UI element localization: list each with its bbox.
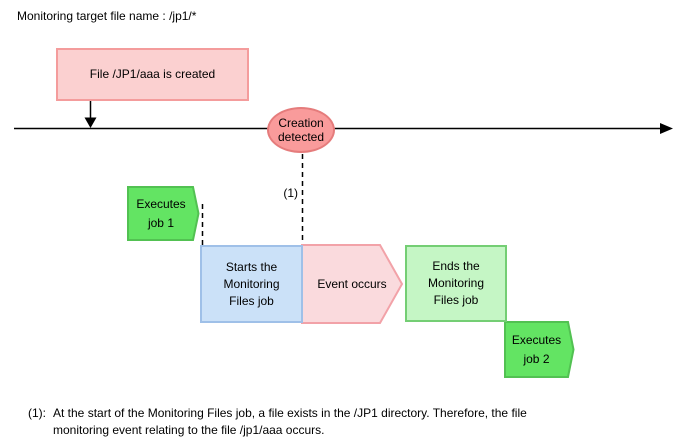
footnote-marker: (1) xyxy=(283,186,298,200)
footnote-text: At the start of the Monitoring Files job… xyxy=(53,406,527,437)
file-created-label: File /JP1/aaa is created xyxy=(89,67,216,81)
ends-monitoring-label: Ends the Monitoring Files job xyxy=(427,259,485,307)
ends-monitoring-box: Ends the Monitoring Files job xyxy=(405,245,507,322)
event-occurs-shape xyxy=(301,244,404,324)
file-created-arrowhead-icon xyxy=(84,117,97,128)
starts-monitoring-label: Starts the Monitoring Files job xyxy=(223,259,280,308)
starts-monitoring-box: Starts the Monitoring Files job xyxy=(200,245,303,323)
page-title: Monitoring target file name : /jp1/* xyxy=(17,9,197,23)
footnote: (1): At the start of the Monitoring File… xyxy=(28,405,527,439)
executes-job2-shape xyxy=(504,321,575,378)
timeline-arrowhead-icon xyxy=(660,123,673,134)
file-created-box: File /JP1/aaa is created xyxy=(56,48,249,101)
creation-detected-label: Creation detected xyxy=(277,116,325,144)
executes-job1-shape xyxy=(127,186,200,241)
footnote-prefix: (1): xyxy=(28,406,46,420)
creation-detected-ellipse: Creation detected xyxy=(267,107,335,153)
